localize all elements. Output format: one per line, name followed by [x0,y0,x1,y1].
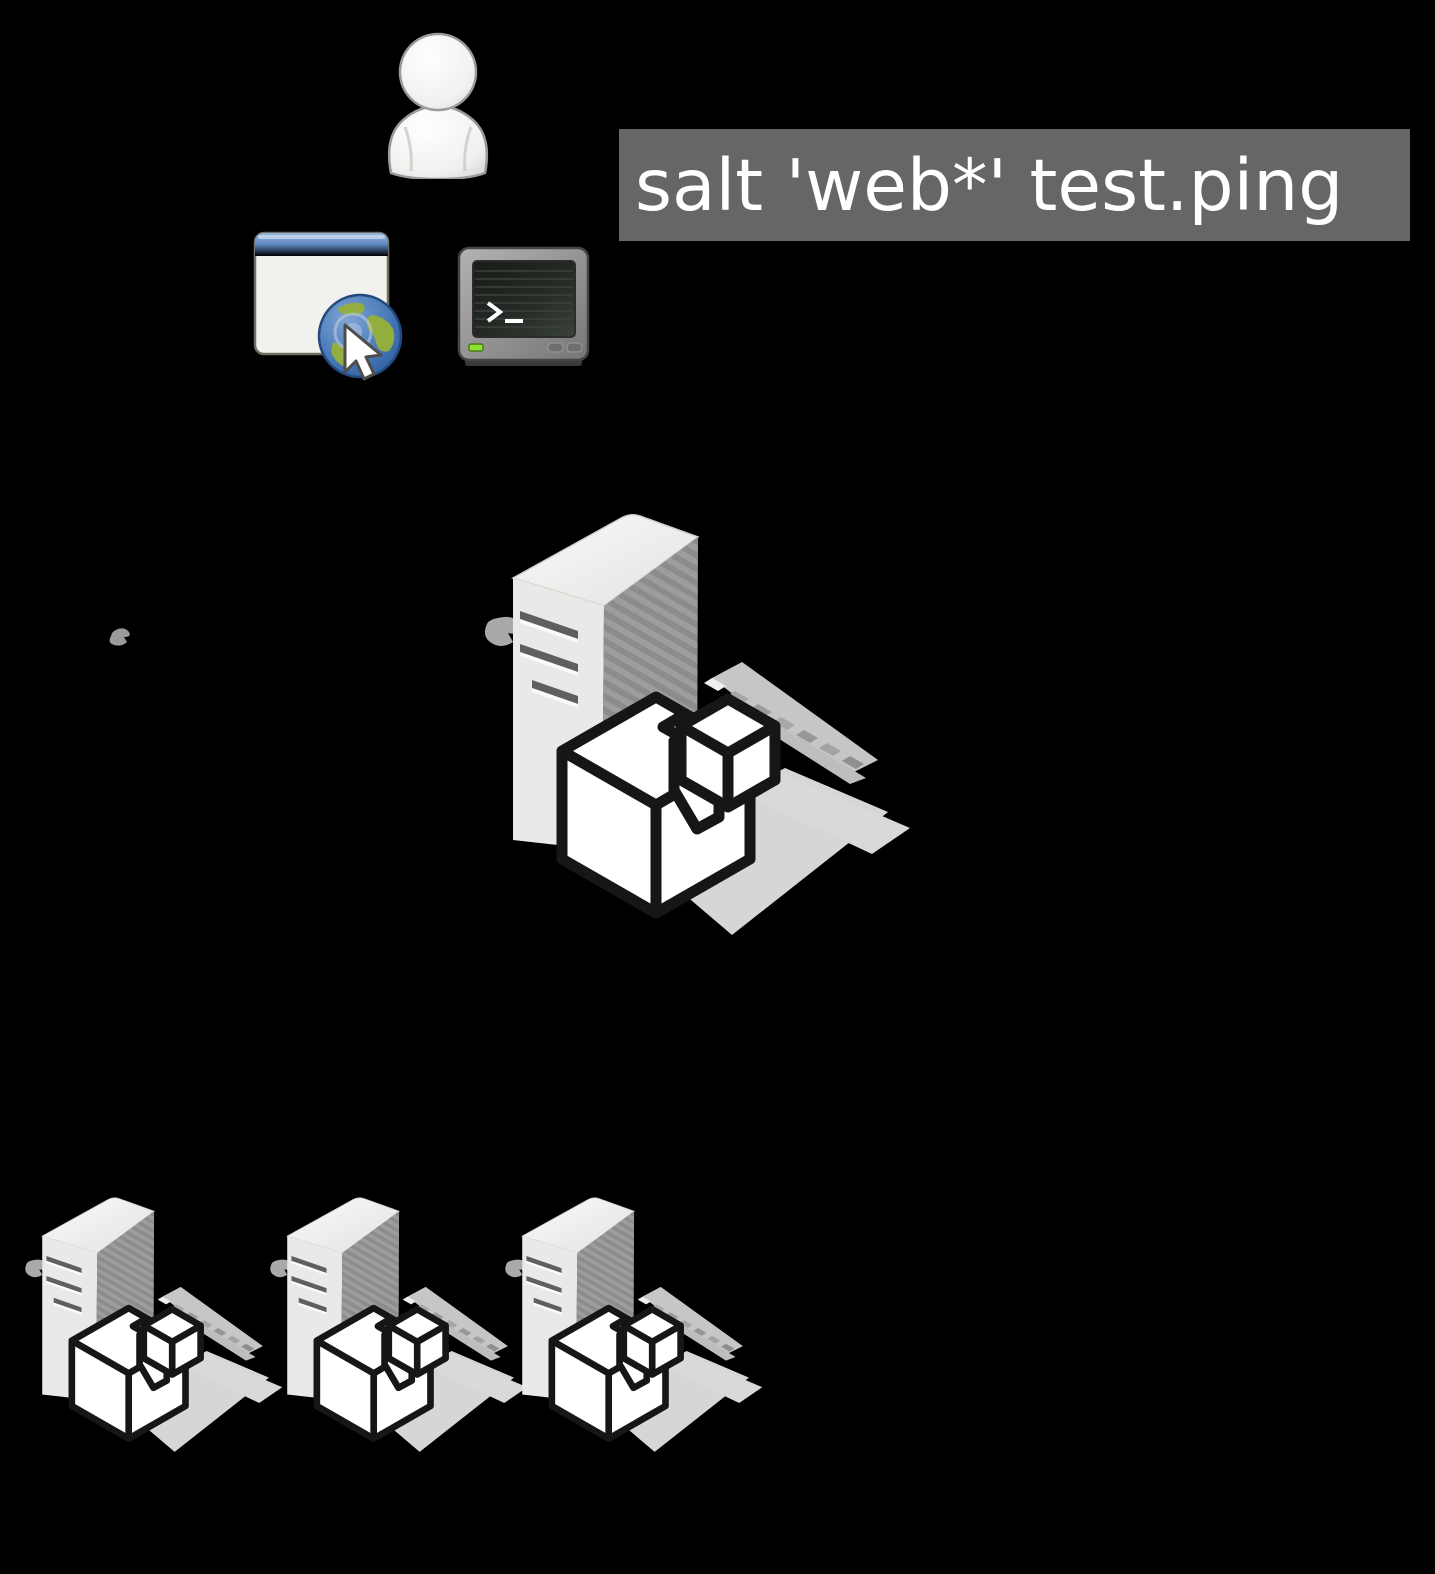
gray-artifact [109,628,130,646]
browser-window-icon [253,231,403,381]
command-text: salt 'web*' test.ping [635,143,1344,227]
salt-master-node [480,510,1020,950]
prompt-underscore [505,319,523,323]
terminal-button [566,342,583,353]
person-body [387,104,489,179]
terminal-icon [457,246,590,366]
prompt-chevron [486,301,504,323]
cursor-arrow-icon [343,323,383,381]
terminal-button [547,342,564,353]
command-box: salt 'web*' test.ping [619,129,1410,241]
terminal-screen [472,260,576,338]
power-led [468,343,484,352]
salt-minion-node-3 [502,1195,829,1461]
user-icon [387,32,489,179]
person-head [398,32,478,112]
